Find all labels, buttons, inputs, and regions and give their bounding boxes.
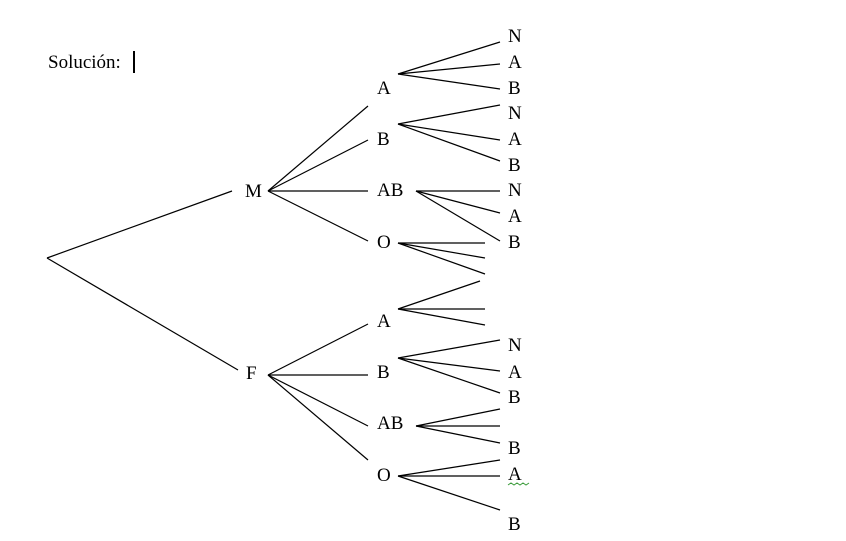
m-b-leaf-branches <box>397 104 501 162</box>
node-m-o: O <box>377 232 391 253</box>
leaf-m-ab-n: N <box>508 180 522 201</box>
f-a-leaf-branches <box>397 280 486 326</box>
node-f-a: A <box>377 311 391 332</box>
leaf-m-a-a: A <box>508 52 522 73</box>
leaf-f-o-b: B <box>508 514 521 535</box>
m-ab-leaf-branches <box>415 190 501 242</box>
leaf-m-b-n: N <box>508 103 522 124</box>
node-f: F <box>246 363 257 384</box>
f-o-leaf-branches <box>397 459 501 511</box>
spellcheck-squiggle <box>507 482 530 486</box>
solution-label: Solución: <box>48 52 121 73</box>
m-a-leaf-branches <box>397 41 501 90</box>
leaf-f-o-a: A <box>508 464 522 485</box>
leaf-f-b-b: B <box>508 387 521 408</box>
node-m-ab: AB <box>377 180 403 201</box>
f-branches <box>267 323 369 461</box>
node-m-b: B <box>377 129 390 150</box>
leaf-m-a-n: N <box>508 26 522 47</box>
leaf-m-b-b: B <box>508 155 521 176</box>
leaf-m-a-b: B <box>508 78 521 99</box>
leaf-f-ab-b: B <box>508 438 521 459</box>
node-m-a: A <box>377 78 391 99</box>
leaf-m-ab-a: A <box>508 206 522 227</box>
leaf-m-ab-b: B <box>508 232 521 253</box>
leaf-f-b-n: N <box>508 335 522 356</box>
m-branches <box>267 105 369 242</box>
node-f-ab: AB <box>377 413 403 434</box>
leaf-f-b-a: A <box>508 362 522 383</box>
leaf-m-b-a: A <box>508 129 522 150</box>
f-b-leaf-branches <box>397 339 501 394</box>
node-f-o: O <box>377 465 391 486</box>
f-ab-leaf-branches <box>415 408 501 444</box>
m-o-leaf-branches <box>397 242 486 275</box>
node-f-b: B <box>377 362 390 383</box>
root-branches <box>46 190 239 371</box>
node-m: M <box>245 181 262 202</box>
